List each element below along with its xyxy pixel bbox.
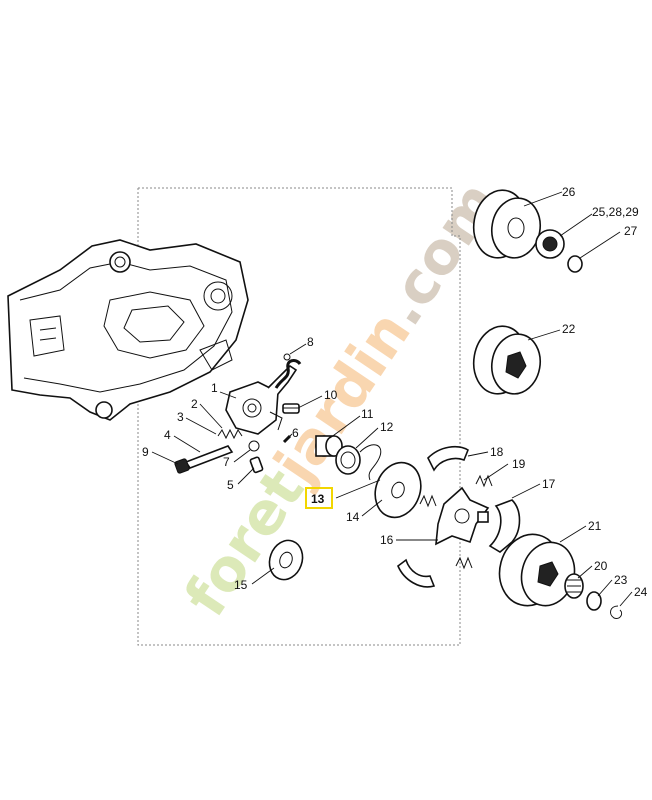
- oil-hose: [274, 359, 302, 389]
- clutch-drum-26: [472, 189, 542, 259]
- callout-22: 22: [562, 322, 576, 336]
- adjusting-screw: [174, 445, 234, 474]
- crankcase-housing: [7, 239, 249, 421]
- o-ring-7: [248, 440, 260, 452]
- needle-bearing-20: [564, 573, 584, 599]
- callout-2: 2: [191, 397, 198, 411]
- washer-27: [567, 255, 583, 273]
- screw-10: [282, 403, 300, 414]
- callout-21: 21: [588, 519, 602, 533]
- callout-20: 20: [594, 559, 608, 573]
- callout-5: 5: [227, 478, 234, 492]
- leader-lines: [151, 191, 633, 607]
- callout-8: 8: [307, 335, 314, 349]
- callout-11: 11: [361, 407, 374, 421]
- o-ring-8: [283, 353, 291, 361]
- callout-17: 17: [542, 477, 556, 491]
- spur-gear: [335, 444, 382, 481]
- washer-15: [268, 539, 304, 581]
- callout-14: 14: [346, 510, 360, 524]
- callout-15: 15: [234, 578, 248, 592]
- clutch-drum-22: [472, 325, 542, 395]
- callout-24: 24: [634, 585, 648, 599]
- callout-18: 18: [490, 445, 504, 459]
- callout-25-28-29: 25,28,29: [592, 205, 639, 219]
- worm-gear: [315, 435, 343, 457]
- callout-labels: 8 1 2 3 4 9 10 11 12 6 7 5 13 14 15 16 1…: [142, 185, 648, 599]
- callout-10: 10: [324, 388, 338, 402]
- pump-spring: [217, 428, 243, 440]
- callout-9: 9: [142, 445, 149, 459]
- washer-23: [586, 591, 602, 611]
- callout-1: 1: [211, 381, 218, 395]
- callout-19: 19: [512, 457, 526, 471]
- clutch-assembly: [397, 445, 521, 588]
- callout-12: 12: [380, 420, 394, 434]
- thrust-washer: [374, 461, 422, 519]
- assembly-boundary: [137, 187, 461, 646]
- callout-13: 13: [311, 492, 325, 506]
- callout-16: 16: [380, 533, 394, 547]
- circlip-24: [610, 605, 623, 619]
- callout-4: 4: [164, 428, 171, 442]
- highlighted-callout-box: [305, 487, 333, 509]
- callout-27: 27: [624, 224, 638, 238]
- callout-23: 23: [614, 573, 628, 587]
- callout-3: 3: [177, 410, 184, 424]
- callout-26: 26: [562, 185, 576, 199]
- clutch-drum-21: [498, 533, 576, 607]
- callout-6: 6: [292, 426, 299, 440]
- rim-sprocket-25: [535, 229, 565, 259]
- callout-7: 7: [223, 455, 230, 469]
